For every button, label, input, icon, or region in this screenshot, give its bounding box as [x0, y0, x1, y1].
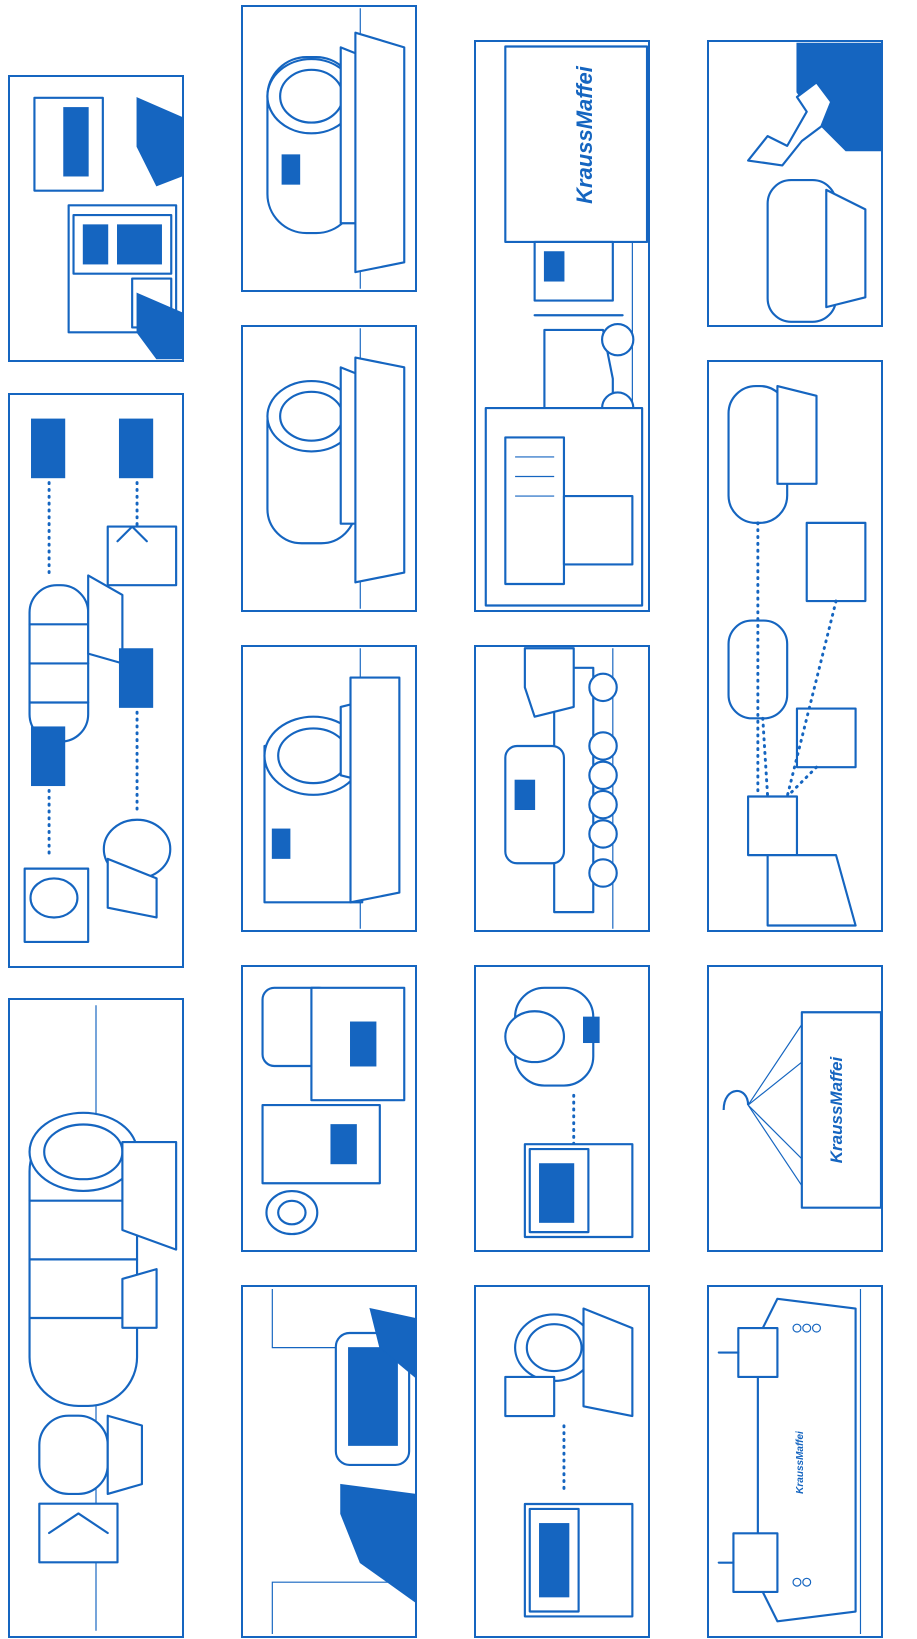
crate-icon: [243, 967, 415, 1250]
panel-warehouse-forklift-truck: KraussMaffei: [474, 40, 650, 612]
panel-machine-on-frame-3: [241, 5, 417, 292]
panel-heavy-trailer: [474, 645, 650, 932]
panel-hand-label: [241, 1285, 417, 1638]
panel-components-to-documents: [8, 393, 184, 968]
panel-parts-crates: [241, 965, 417, 1252]
trailer-icon: [476, 647, 648, 930]
truck-logo: KraussMaffei: [572, 66, 598, 204]
scanner-icon: [709, 362, 881, 930]
crane-hook-icon: [709, 967, 881, 1250]
computer-icon: [10, 77, 182, 360]
laptop-icon: [476, 967, 648, 1250]
crate-logo: KraussMaffei: [827, 1057, 847, 1163]
component-icon: [10, 395, 182, 966]
panel-assembled-machine: [8, 998, 184, 1638]
label-icon: [243, 1287, 415, 1636]
machine-icon: [243, 647, 415, 930]
panel-scan-to-laptop-1: [474, 1285, 650, 1638]
panel-crane-crate: KraussMaffei: [707, 965, 883, 1252]
panel-wrench-maintenance: [707, 40, 883, 327]
machine-icon: [243, 327, 415, 610]
panel-scan-to-laptop-2: [474, 965, 650, 1252]
machine-icon: [243, 7, 415, 290]
panel-office-computer-printer: [8, 75, 184, 362]
ship-logo: KraussMaffei: [795, 1431, 806, 1494]
wrench-icon: [709, 42, 881, 325]
truck-icon: [476, 42, 648, 610]
machine-icon: [10, 1000, 182, 1636]
panel-machine-on-frame-1: [241, 645, 417, 932]
panel-hand-scanner-components: [707, 360, 883, 932]
panel-cargo-ship: KraussMaffei: [707, 1285, 883, 1638]
panel-machine-on-frame-2: [241, 325, 417, 612]
laptop-icon: [476, 1287, 648, 1636]
